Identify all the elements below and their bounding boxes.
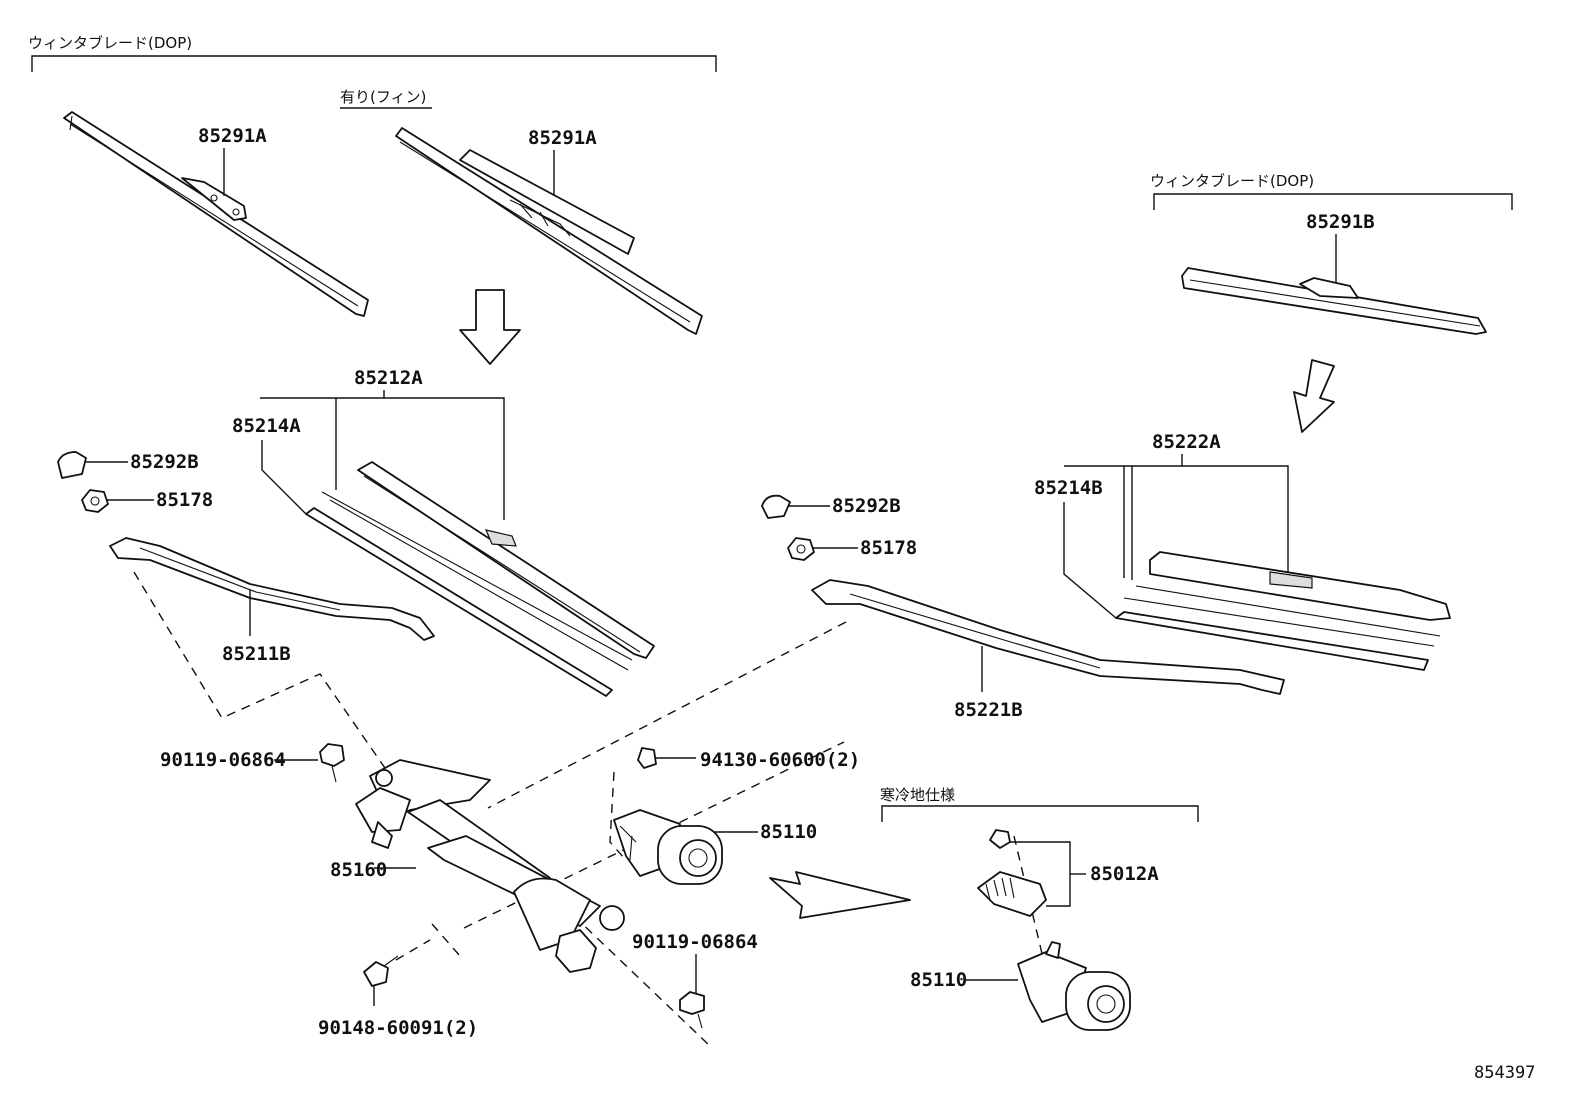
left-arrow-icon bbox=[769, 871, 911, 919]
label-85291A-left: 85291A bbox=[198, 125, 267, 147]
label-85214B: 85214B bbox=[1034, 477, 1103, 499]
label-85212A: 85212A bbox=[354, 367, 423, 389]
wiper-arm-85211B[interactable] bbox=[109, 537, 435, 641]
winter-blade-note-right: ウィンタブレード(DOP) bbox=[1150, 172, 1314, 190]
label-90119-lower: 90119-06864 bbox=[632, 931, 758, 953]
label-85292B-right: 85292B bbox=[832, 495, 901, 517]
label-85291A-fin: 85291A bbox=[528, 127, 597, 149]
bolt-90119-upper[interactable] bbox=[319, 743, 345, 783]
wiper-blade-85291B[interactable] bbox=[1181, 267, 1487, 335]
label-85178-right: 85178 bbox=[860, 537, 917, 559]
winter-blade-group-left: ウィンタブレード(DOP) bbox=[28, 34, 717, 72]
wiper-motor-85110-cold[interactable] bbox=[1017, 941, 1131, 1031]
winter-blade-note-left: ウィンタブレード(DOP) bbox=[28, 34, 192, 52]
wiper-blade-85222A[interactable] bbox=[1135, 551, 1451, 637]
label-85222A: 85222A bbox=[1152, 431, 1221, 453]
label-94130: 94130-60600(2) bbox=[700, 749, 860, 771]
arm-cap-85292B-left[interactable] bbox=[57, 451, 87, 479]
label-85110-center: 85110 bbox=[760, 821, 817, 843]
cold-climate-bracket bbox=[881, 805, 1199, 822]
label-85178-left: 85178 bbox=[156, 489, 213, 511]
diagonal-arrow-icon bbox=[1293, 359, 1335, 433]
fin-note: 有り(フィン) bbox=[340, 88, 426, 106]
cold-climate-note: 寒冷地仕様 bbox=[880, 786, 955, 804]
label-85110-cold: 85110 bbox=[910, 969, 967, 991]
winter-blade-group-right: ウィンタブレード(DOP) bbox=[1150, 172, 1513, 210]
arm-nut-85178-right[interactable] bbox=[787, 537, 815, 561]
nut-94130[interactable] bbox=[637, 747, 657, 769]
heater-85012A[interactable] bbox=[977, 871, 1047, 917]
down-arrow-icon bbox=[459, 289, 521, 365]
wiper-arm-85221B[interactable] bbox=[811, 579, 1285, 695]
label-90119-upper: 90119-06864 bbox=[160, 749, 286, 771]
wiper-rubber-85214A[interactable] bbox=[305, 491, 633, 697]
wiper-blade-85291A-left[interactable] bbox=[63, 111, 369, 317]
wiper-linkage-85160[interactable] bbox=[355, 759, 625, 973]
label-90148: 90148-60091(2) bbox=[318, 1017, 478, 1039]
label-85292B-left: 85292B bbox=[130, 451, 199, 473]
bolt-90119-lower[interactable] bbox=[679, 991, 705, 1029]
label-85221B: 85221B bbox=[954, 699, 1023, 721]
diagram-id: 854397 bbox=[1474, 1063, 1535, 1083]
wiper-motor-85110-center[interactable] bbox=[613, 809, 723, 885]
label-85160: 85160 bbox=[330, 859, 387, 881]
label-85012A: 85012A bbox=[1090, 863, 1159, 885]
wiper-blade-85212A[interactable] bbox=[357, 461, 655, 659]
label-85291B: 85291B bbox=[1306, 211, 1375, 233]
heater-nut-85012A[interactable] bbox=[989, 829, 1011, 849]
bolt-90148[interactable] bbox=[363, 955, 399, 987]
wiper-blade-85291A-fin[interactable] bbox=[395, 127, 703, 335]
label-85214A: 85214A bbox=[232, 415, 301, 437]
arm-cap-85292B-right[interactable] bbox=[761, 494, 791, 519]
label-85211B: 85211B bbox=[222, 643, 291, 665]
arm-nut-85178-left[interactable] bbox=[81, 489, 109, 513]
wiper-rubber-85214B[interactable] bbox=[1115, 597, 1435, 671]
